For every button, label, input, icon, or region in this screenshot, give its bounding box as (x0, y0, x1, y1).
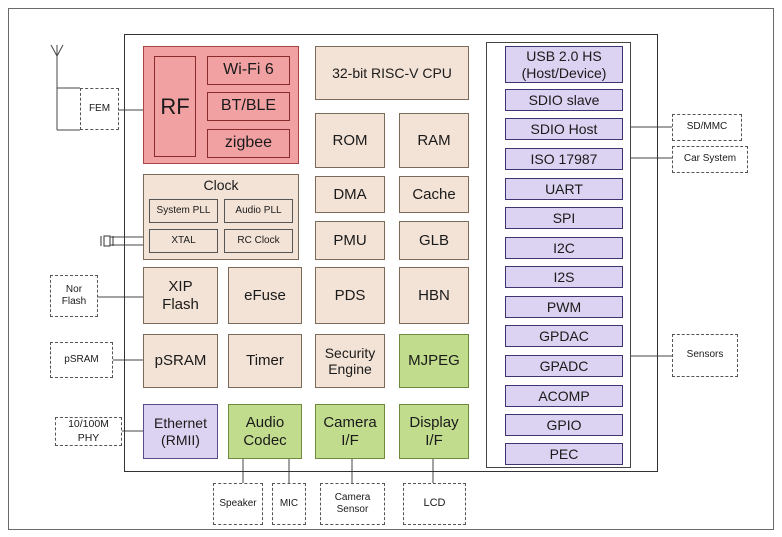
speaker-box: Speaker (213, 483, 263, 525)
pds-block: PDS (315, 267, 385, 324)
acomp-block: ACOMP (505, 385, 623, 407)
pwm-block: PWM (505, 296, 623, 318)
display-if-block: Display I/F (399, 404, 469, 459)
sdio-slave-block: SDIO slave (505, 89, 623, 111)
gpadc-block: GPADC (505, 355, 623, 377)
rf-block: RF (154, 56, 196, 157)
i2c-block: I2C (505, 237, 623, 259)
timer-block: Timer (228, 334, 302, 388)
audio-codec-block: Audio Codec (228, 404, 302, 459)
car-system-box: Car System (672, 146, 748, 173)
audio-pll-block: Audio PLL (224, 199, 293, 223)
xtal-block: XTAL (149, 229, 218, 253)
phy-box: 10/100M PHY (55, 417, 122, 446)
bt-ble-block: BT/BLE (207, 92, 290, 121)
fem-box: FEM (80, 88, 119, 130)
efuse-block: eFuse (228, 267, 302, 324)
gpdac-block: GPDAC (505, 325, 623, 347)
camera-if-block: Camera I/F (315, 404, 385, 459)
nor-flash-box: Nor Flash (50, 275, 98, 317)
usb-block: USB 2.0 HS (Host/Device) (505, 46, 623, 83)
cpu-block: 32-bit RISC-V CPU (315, 46, 469, 100)
zigbee-block: zigbee (207, 129, 290, 158)
pmu-block: PMU (315, 221, 385, 260)
hbn-block: HBN (399, 267, 469, 324)
diagram-frame (8, 8, 774, 530)
sd-mmc-box: SD/MMC (672, 114, 742, 141)
psram-ext-box: pSRAM (50, 342, 113, 378)
rc-clock-block: RC Clock (224, 229, 293, 253)
psram-block: pSRAM (143, 334, 218, 388)
clock-title: Clock (203, 177, 239, 193)
cache-block: Cache (399, 176, 469, 213)
sensors-box: Sensors (672, 334, 738, 377)
ethernet-block: Ethernet (RMII) (143, 404, 218, 459)
glb-block: GLB (399, 221, 469, 260)
camera-sensor-box: Camera Sensor (320, 483, 385, 525)
mic-box: MIC (272, 483, 306, 525)
gpio-block: GPIO (505, 414, 623, 436)
dma-block: DMA (315, 176, 385, 213)
soc-boundary (124, 34, 658, 472)
system-pll-block: System PLL (149, 199, 218, 223)
ram-block: RAM (399, 113, 469, 168)
xip-flash-block: XIP Flash (143, 267, 218, 324)
sdio-host-block: SDIO Host (505, 118, 623, 140)
i2s-block: I2S (505, 266, 623, 288)
iso17987-block: ISO 17987 (505, 148, 623, 170)
pec-block: PEC (505, 443, 623, 465)
mjpeg-block: MJPEG (399, 334, 469, 388)
wifi6-block: Wi-Fi 6 (207, 56, 290, 85)
rom-block: ROM (315, 113, 385, 168)
lcd-box: LCD (403, 483, 466, 525)
spi-block: SPI (505, 207, 623, 229)
security-engine-block: Security Engine (315, 334, 385, 388)
uart-block: UART (505, 178, 623, 200)
